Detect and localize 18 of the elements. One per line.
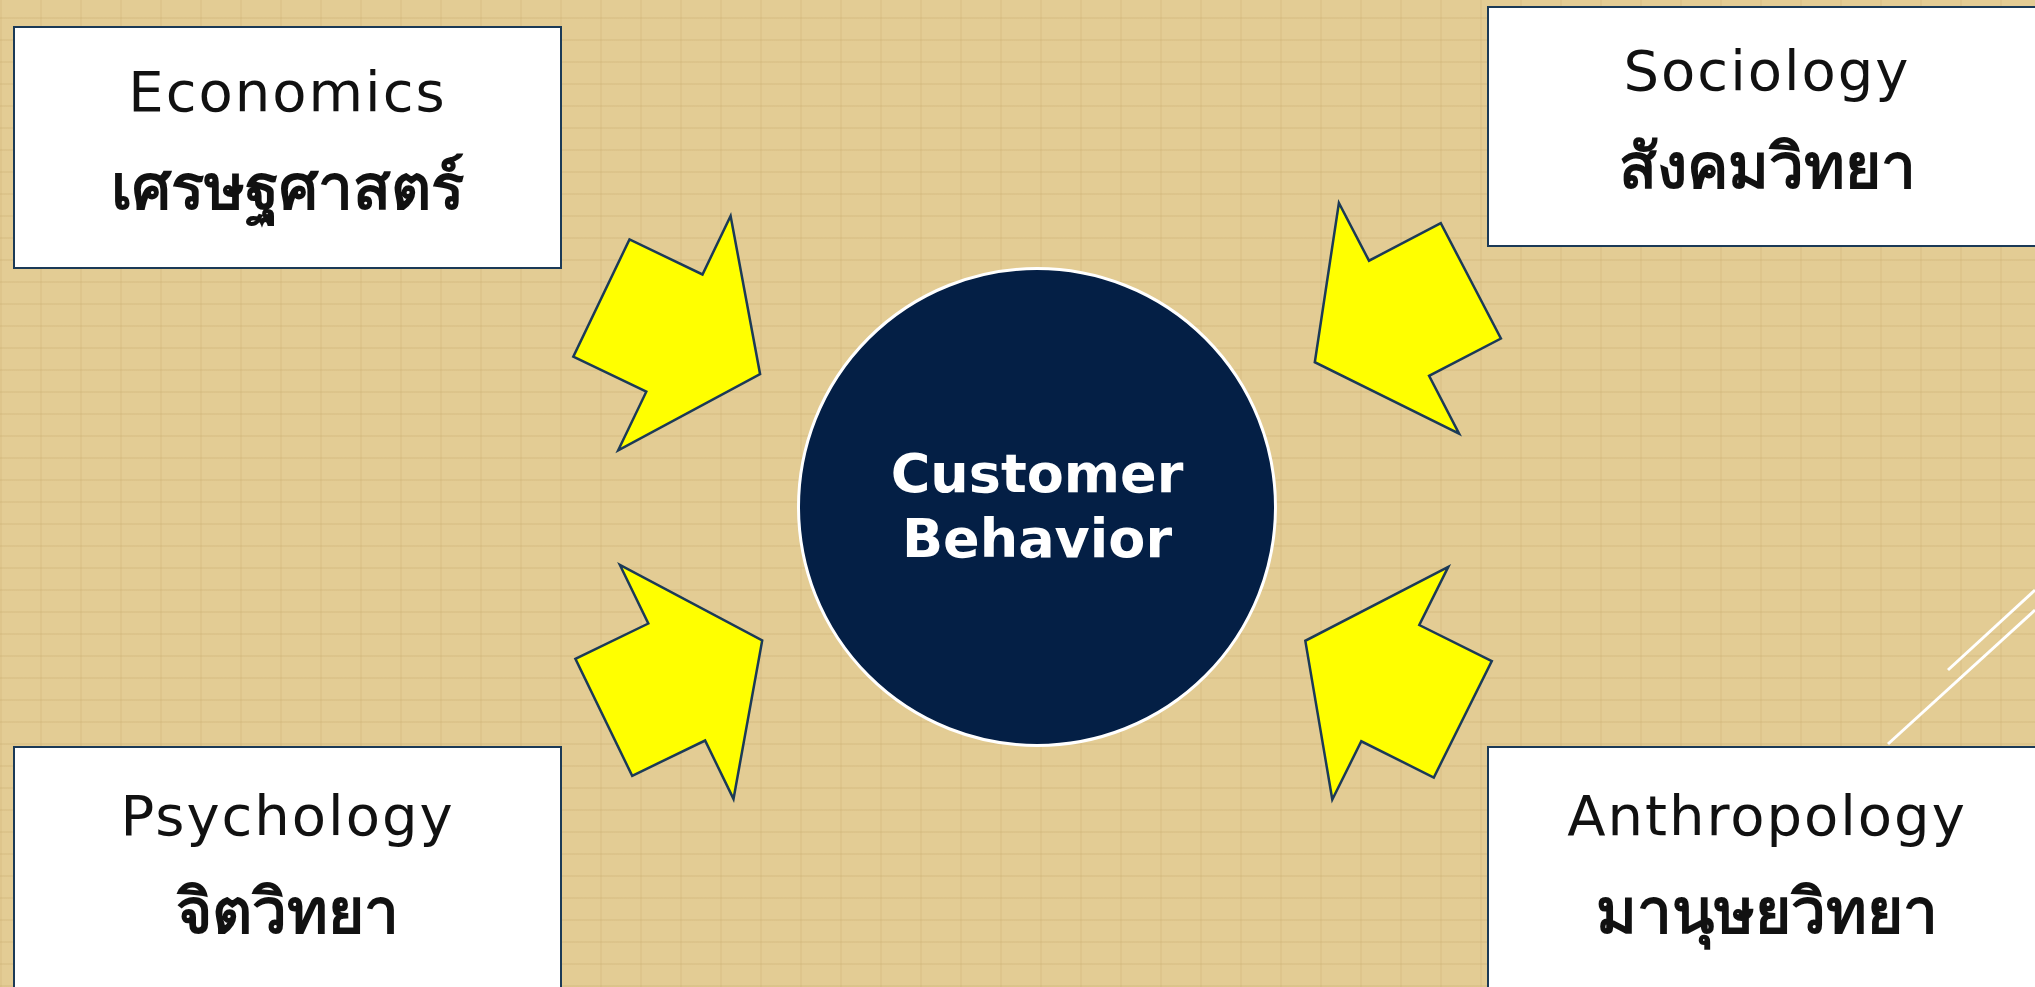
- english-label: Sociology: [1623, 38, 1911, 103]
- block-arrow: [1303, 563, 1494, 804]
- thai-label: สังคมวิทยา: [1618, 129, 1916, 205]
- discipline-box: [1487, 746, 2035, 987]
- english-label: Psychology: [120, 782, 455, 848]
- center-circle: [797, 267, 1277, 747]
- thai-label: เศรษฐศาสตร์: [111, 138, 464, 236]
- block-arrow: [571, 211, 762, 454]
- discipline-box: [1487, 6, 2035, 247]
- block-arrow: [1313, 199, 1503, 437]
- block-arrow: [573, 562, 764, 803]
- discipline-box: [13, 746, 562, 987]
- english-label: Economics: [128, 59, 447, 124]
- thai-label: มานุษยวิทยา: [1596, 873, 1938, 952]
- center-label: Customer Behavior: [889, 442, 1185, 572]
- thai-label: จิตวิทยา: [176, 873, 399, 950]
- english-label: Anthropology: [1567, 782, 1967, 848]
- discipline-box: [13, 26, 562, 269]
